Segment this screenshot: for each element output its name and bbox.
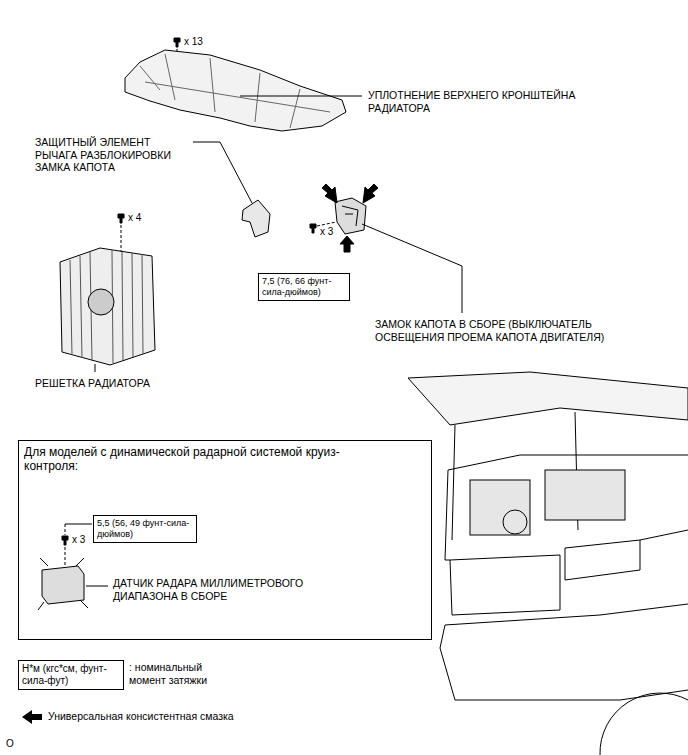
lock-detail — [342, 206, 358, 226]
headlight — [565, 540, 640, 580]
node-text: Для моделей с динамической радарной сист… — [24, 445, 369, 473]
grease-arrow — [363, 184, 378, 203]
quantity-label: x 3 — [320, 226, 333, 238]
part-name: ЗАЩИТНЫЙ ЭЛЕМЕНТ РЫЧАГА РАЗБЛОКИРОВКИ ЗА… — [35, 136, 190, 174]
hood-outline — [408, 372, 688, 425]
leader-line — [193, 142, 252, 203]
seal-part — [125, 38, 362, 131]
quantity-label: x 4 — [128, 212, 141, 224]
emblem-circle — [88, 289, 114, 315]
screw-symbol — [118, 214, 124, 223]
leader-line — [362, 224, 462, 313]
quantity-label: x 13 — [184, 36, 203, 48]
torque-spec-box: 5,5 (56, 49 фунт-сила-дюймов) — [93, 515, 197, 543]
grease-arrow — [340, 236, 354, 252]
dashed-line — [121, 225, 122, 255]
grease-arrow — [322, 184, 337, 203]
part-name: ЗАМОК КАПОТА В СБОРЕ (ВЫКЛЮЧАТЕЛЬ ОСВЕЩЕ… — [375, 318, 645, 343]
legend-text: Универсальная консистентная смазка — [48, 710, 234, 723]
quantity-label: x 3 — [72, 534, 85, 546]
grille-opening — [450, 555, 560, 615]
node-text: 7,5 (76, 66 фунт-сила-дюймов) — [262, 276, 346, 297]
grille-outline — [60, 248, 155, 365]
leader-line — [86, 586, 108, 587]
seal-detail — [140, 54, 330, 128]
screw-symbol — [310, 224, 316, 233]
engine-part — [470, 480, 530, 535]
lock-outline — [335, 198, 366, 234]
radar-outline — [42, 566, 84, 604]
seal-outline — [125, 50, 346, 131]
part-name: РЕШЕТКА РАДИАТОРА — [35, 377, 150, 390]
grille-part — [60, 214, 155, 372]
dashed-line — [317, 222, 336, 226]
node-text: 5,5 (56, 49 фунт-сила-дюймов) — [97, 518, 193, 539]
torque-spec-box: 7,5 (76, 66 фунт-сила-дюймов) — [258, 273, 350, 301]
radar-bracket — [38, 558, 88, 610]
watermark: O — [6, 738, 14, 750]
grille-slats — [70, 250, 143, 363]
wheel-arch — [600, 693, 688, 755]
dashed-line — [65, 547, 66, 565]
bumper — [440, 604, 688, 700]
body-line — [445, 530, 688, 560]
part-name: ДАТЧИК РАДАРА МИЛЛИМЕТРОВОГО ДИАПАЗОНА В… — [113, 577, 333, 602]
leader-line — [65, 524, 92, 525]
lever-protector — [193, 142, 270, 237]
protector-outline — [242, 200, 270, 237]
leader-line — [95, 364, 96, 372]
legend-arrow — [22, 710, 42, 724]
car-illustration — [408, 372, 688, 755]
node-text: Н*м (кгс*см, фунт-сила-фут) — [22, 663, 120, 687]
engine-part — [545, 470, 625, 520]
dashed-line — [65, 524, 66, 535]
legend-text: : номинальный момент затяжки — [129, 661, 239, 686]
part-name: УПЛОТНЕНИЕ ВЕРХНЕГО КРОНШТЕЙНА РАДИАТОРА — [368, 89, 603, 114]
engine-part — [503, 510, 527, 534]
legend-sample-box: Н*м (кгс*см, фунт-сила-фут) — [18, 660, 124, 690]
screw-symbol — [174, 38, 180, 47]
screw-symbol — [62, 536, 68, 545]
leader-line — [240, 96, 362, 97]
body-line — [445, 455, 688, 560]
